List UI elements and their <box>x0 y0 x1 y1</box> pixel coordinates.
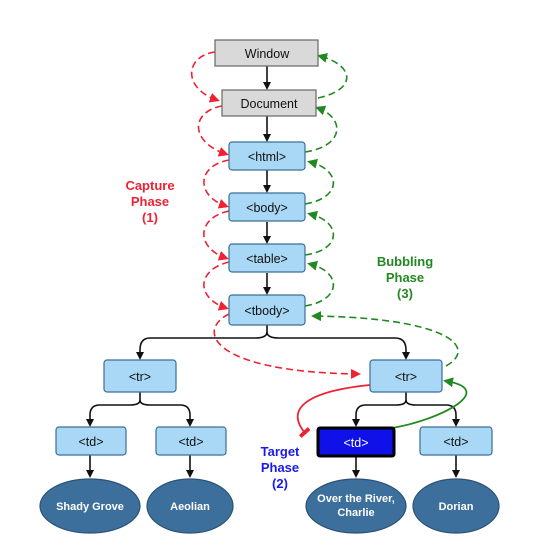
bubbling-arrow-1 <box>311 311 459 367</box>
node-document: Document <box>221 89 317 117</box>
capture-phase-line1: Capture <box>125 178 174 193</box>
edge-tr-left-td2 <box>139 399 194 427</box>
capture-arrow-5 <box>203 261 230 311</box>
node-window-label: Window <box>245 47 290 61</box>
target-arrow <box>296 384 371 439</box>
leaf-over-the-river: Over the River, Charlie <box>305 478 407 534</box>
edge-tbody-tr-right <box>266 331 410 360</box>
bubbling-phase-line2: Phase <box>386 270 424 285</box>
node-td-1: <td> <box>55 426 127 456</box>
leaf-aeolian-label: Aeolian <box>170 501 210 513</box>
target-phase-line2: Phase <box>261 460 299 475</box>
node-td-4-label: <td> <box>443 435 468 449</box>
node-td-1-label: <td> <box>78 435 103 449</box>
target-phase-line1: Target <box>261 444 300 459</box>
capture-arrows <box>190 51 361 379</box>
capture-phase-line2: Phase <box>131 194 169 209</box>
bubbling-arrow-2 <box>304 260 335 307</box>
capture-arrow-3 <box>203 159 230 209</box>
node-td-target: <td> <box>316 426 396 458</box>
leaf-shady-grove: Shady Grove <box>39 478 141 534</box>
node-body: <body> <box>228 192 306 222</box>
node-tr-left: <tr> <box>103 359 177 393</box>
node-tr-right: <tr> <box>369 359 443 393</box>
bubbling-phase-line3: (3) <box>397 286 413 301</box>
node-html: <html> <box>228 141 306 171</box>
bubbling-arrow-4 <box>304 158 335 205</box>
bubbling-arrow-6 <box>317 53 348 99</box>
edge-tbody-tr-left <box>136 325 268 360</box>
edge-tr-right-td3 <box>352 392 407 427</box>
node-tr-right-label: <tr> <box>395 370 417 384</box>
node-td-4: <td> <box>419 426 493 456</box>
capture-phase-line3: (1) <box>142 210 158 225</box>
capture-arrow-6 <box>213 313 361 379</box>
bubbling-phase-line1: Bubbling <box>377 254 433 269</box>
tree-edges <box>86 64 460 478</box>
leaf-shady-grove-label: Shady Grove <box>56 501 124 513</box>
node-document-label: Document <box>241 97 298 111</box>
target-phase-label: Target Phase (2) <box>261 444 300 491</box>
target-phase-line3: (2) <box>272 476 288 491</box>
node-tbody-label: <tbody> <box>244 304 289 318</box>
node-tbody: <tbody> <box>228 294 306 326</box>
node-table: <table> <box>228 243 306 273</box>
node-td-2-label: <td> <box>178 435 203 449</box>
bubbling-arrows <box>304 53 468 429</box>
bubbling-arrow-solid <box>391 377 468 429</box>
node-td-target-label: <td> <box>343 436 368 450</box>
capture-phase-label: Capture Phase (1) <box>125 178 174 225</box>
edge-tr-left-td1 <box>86 392 141 427</box>
capture-arrow-1 <box>190 51 220 103</box>
leaf-dorian: Dorian <box>412 478 500 534</box>
node-html-label: <html> <box>248 150 286 164</box>
node-td-2: <td> <box>155 426 227 456</box>
leaf-aeolian: Aeolian <box>146 478 234 534</box>
node-window: Window <box>214 39 319 67</box>
bubbling-phase-label: Bubbling Phase (3) <box>377 254 433 301</box>
leaf-dorian-label: Dorian <box>439 501 474 513</box>
capture-arrow-4 <box>203 210 230 261</box>
leaf-over-the-river-line2: Charlie <box>337 507 374 519</box>
node-tr-left-label: <tr> <box>129 370 151 384</box>
node-table-label: <table> <box>246 252 288 266</box>
bubbling-arrow-3 <box>304 210 335 256</box>
node-body-label: <body> <box>246 201 288 215</box>
leaf-over-the-river-line1: Over the River, <box>317 493 395 505</box>
capture-arrow-2 <box>197 105 229 157</box>
edge-tr-right-td4 <box>405 399 460 427</box>
